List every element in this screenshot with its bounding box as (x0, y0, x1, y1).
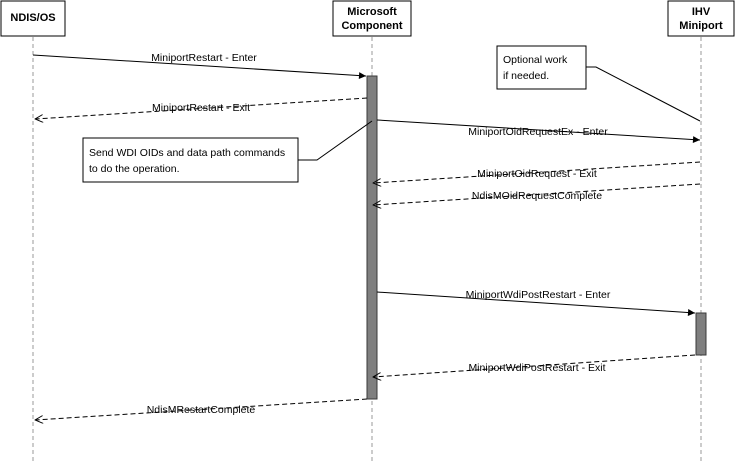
message-ndism-oid-request-complete: NdisMOidRequestComplete (373, 183, 701, 205)
actor-microsoft-label-line2: Component (341, 20, 402, 32)
message-miniport-wdi-post-restart-enter: MiniportWdiPostRestart - Enter (376, 289, 696, 317)
message-label: MiniportOidRequest - Exit (477, 168, 597, 180)
note-wdi-line2: to do the operation. (89, 163, 180, 175)
message-miniport-restart-exit: MiniportRestart - Exit (35, 97, 368, 119)
actor-ihv-miniport: IHV Miniport (667, 0, 735, 37)
note-optional-work: Optional work if needed. (496, 45, 701, 122)
message-miniport-restart-enter: MiniportRestart - Enter (32, 52, 367, 80)
note-wdi-commands: Send WDI OIDs and data path commands to … (82, 120, 373, 183)
message-miniport-oid-request-exit: MiniportOidRequest - Exit (373, 161, 701, 183)
note-optional-line2: if needed. (503, 70, 549, 82)
message-label: NdisMOidRequestComplete (472, 190, 602, 202)
ihv-activation-bar (695, 312, 707, 356)
actor-ndis-label: NDIS/OS (10, 12, 55, 24)
microsoft-activation-bar (366, 75, 378, 400)
message-label: MiniportRestart - Enter (151, 52, 257, 64)
note-optional-line1: Optional work (503, 54, 568, 66)
actor-microsoft-label-line1: Microsoft (347, 6, 397, 18)
actor-ihv-label-line1: IHV (692, 6, 711, 18)
message-label: MiniportOidRequestEx - Enter (468, 126, 608, 138)
message-label: MiniportWdiPostRestart - Enter (466, 289, 611, 301)
note-wdi-line1: Send WDI OIDs and data path commands (89, 147, 285, 159)
message-label: MiniportWdiPostRestart - Exit (468, 362, 605, 374)
message-miniport-oid-request-ex-enter: MiniportOidRequestEx - Enter (376, 119, 701, 144)
actor-ndis: NDIS/OS (0, 0, 66, 37)
actor-ihv-label-line2: Miniport (679, 20, 723, 32)
message-ndism-restart-complete: NdisMRestartComplete (35, 398, 368, 420)
message-miniport-wdi-post-restart-exit: MiniportWdiPostRestart - Exit (373, 354, 696, 377)
actor-microsoft-component: Microsoft Component (332, 0, 412, 37)
message-label: MiniportRestart - Exit (152, 102, 250, 114)
message-label: NdisMRestartComplete (147, 404, 256, 416)
